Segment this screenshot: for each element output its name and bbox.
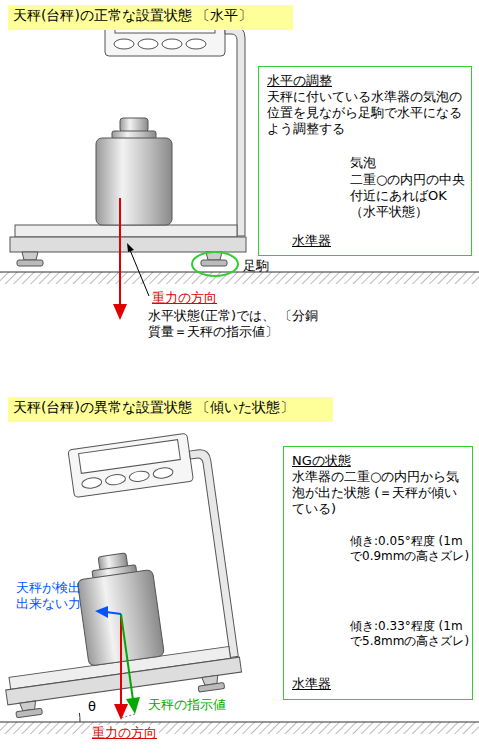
- drawing-part: [126, 697, 140, 714]
- angle-label: θ: [88, 699, 96, 715]
- force-label: 天秤が検出 出来ない力: [16, 580, 92, 612]
- level-scale: [0, 8, 479, 320]
- drawing-part: [121, 714, 135, 718]
- drawing-part: [0, 272, 479, 284]
- note-text: 傾き:0.05°程度 (1mで0.9mmの高さズレ): [350, 534, 470, 564]
- drawing-part: [79, 713, 81, 722]
- part-name: 水準器: [292, 676, 331, 692]
- title-band: 天秤(台秤)の正常な設置状態 〔水平〕: [8, 5, 293, 30]
- drawing-part: [121, 614, 133, 700]
- drawing-part: [10, 8, 246, 266]
- force-label: 天秤の指示値: [148, 697, 226, 713]
- drawing-part: [192, 252, 238, 276]
- heading-text: 水平の調整: [267, 73, 463, 89]
- drawing-part: [130, 250, 149, 296]
- part-name: 足駒: [243, 258, 269, 274]
- drawing-part: [119, 198, 121, 306]
- heading-text: 天秤(台秤)の異常な設置状態 〔傾いた状態〕: [13, 398, 294, 416]
- drawing-part: [0, 722, 479, 734]
- drawing-part: [0, 271, 479, 272]
- note-text: 水平状態(正常)では、 〔分銅質量＝天秤の指示値〕: [148, 308, 326, 340]
- title-band: 天秤(台秤)の異常な設置状態 〔傾いた状態〕: [8, 397, 333, 422]
- note-text: 傾き:0.33°程度 (1mで5.8mmの高さズレ): [350, 619, 470, 649]
- body-text: 天秤に付いている水準器の気泡の位置を見ながら足駒で水平になるよう調整する: [267, 89, 463, 137]
- heading-text: NGの状態: [292, 453, 464, 469]
- drawing-part: [95, 606, 108, 618]
- note-text: 二重○の内円の中央付近にあればOK（水平状態）: [350, 172, 468, 220]
- force-label: 重力の方向: [152, 290, 217, 306]
- body-text: 水準器の二重○の内円から気泡が出た状態 (＝天秤が傾いている): [292, 469, 464, 517]
- force-label: 重力の方向: [90, 725, 159, 741]
- heading-text: 天秤(台秤)の正常な設置状態 〔水平〕: [13, 6, 252, 24]
- drawing-part: [0, 721, 479, 722]
- drawing-part: [114, 704, 128, 720]
- drawing-part: [127, 243, 134, 252]
- drawing-part: [0, 430, 243, 718]
- part-name: 水準器: [292, 233, 331, 249]
- drawing-part: [106, 612, 121, 614]
- tilted-scale: [0, 430, 479, 734]
- drawing-part: [113, 304, 127, 320]
- drawing-part: [0, 430, 243, 718]
- note-box: NGの状態水準器の二重○の内円から気泡が出た状態 (＝天秤が傾いている): [283, 446, 473, 700]
- part-name: 気泡: [350, 155, 376, 171]
- drawing-part: [120, 614, 122, 706]
